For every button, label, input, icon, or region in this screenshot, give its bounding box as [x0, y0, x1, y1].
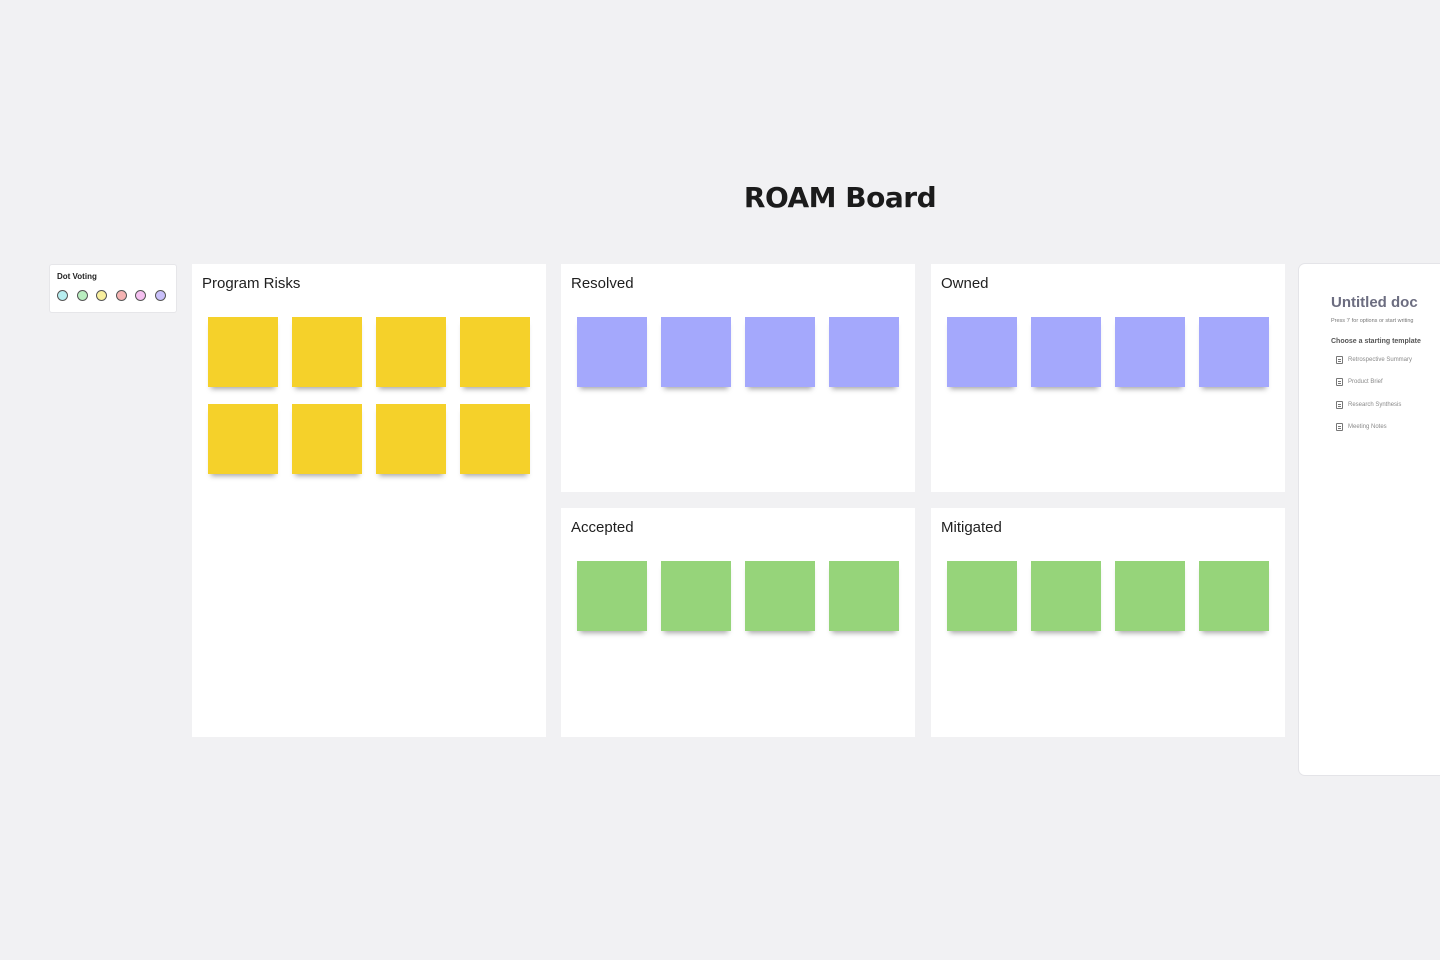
sticky-note[interactable] [1031, 561, 1101, 631]
frame-title-owned: Owned [941, 275, 989, 292]
sticky-note[interactable] [829, 317, 899, 387]
sticky-note[interactable] [661, 317, 731, 387]
sticky-note[interactable] [577, 317, 647, 387]
dot-voting-widget[interactable]: Dot Voting [50, 265, 176, 312]
dot-purple[interactable] [154, 290, 166, 301]
document-icon [1336, 356, 1343, 364]
sticky-note[interactable] [292, 317, 362, 387]
doc-title[interactable]: Untitled doc [1331, 294, 1418, 311]
template-research-synthesis[interactable]: Research Synthesis [1336, 401, 1401, 409]
frame-mitigated[interactable]: Mitigated [931, 508, 1285, 737]
sticky-note[interactable] [745, 561, 815, 631]
sticky-note[interactable] [460, 404, 530, 474]
doc-panel[interactable]: Untitled doc Press '/' for options or st… [1299, 264, 1440, 775]
sticky-note[interactable] [460, 317, 530, 387]
sticky-note[interactable] [947, 561, 1017, 631]
frame-title-resolved: Resolved [571, 275, 634, 292]
sticky-note[interactable] [1115, 317, 1185, 387]
frame-program-risks[interactable]: Program Risks [192, 264, 546, 737]
sticky-note[interactable] [1199, 317, 1269, 387]
dot-red[interactable] [115, 290, 127, 301]
sticky-note[interactable] [745, 317, 815, 387]
dot-yellow[interactable] [96, 290, 107, 301]
template-product-brief[interactable]: Product Brief [1336, 378, 1383, 386]
dot-voting-title: Dot Voting [57, 272, 97, 281]
doc-hint: Press '/' for options or start writing [1331, 318, 1414, 324]
template-meeting-notes[interactable]: Meeting Notes [1336, 423, 1387, 431]
template-heading: Choose a starting template [1331, 338, 1421, 345]
template-label: Product Brief [1348, 379, 1383, 385]
template-label: Research Synthesis [1348, 402, 1402, 408]
sticky-note[interactable] [376, 317, 446, 387]
dot-green[interactable] [76, 290, 88, 301]
dot-pink[interactable] [135, 290, 146, 301]
sticky-note[interactable] [208, 317, 278, 387]
template-label: Retrospective Summary [1348, 357, 1413, 363]
template-retrospective-summary[interactable]: Retrospective Summary [1336, 356, 1412, 364]
frame-title-accepted: Accepted [571, 519, 634, 536]
sticky-note[interactable] [577, 561, 647, 631]
sticky-note[interactable] [1115, 561, 1185, 631]
document-icon [1336, 378, 1343, 386]
document-icon [1336, 401, 1343, 409]
frame-resolved[interactable]: Resolved [561, 264, 915, 492]
sticky-note[interactable] [1031, 317, 1101, 387]
sticky-note[interactable] [661, 561, 731, 631]
sticky-note[interactable] [376, 404, 446, 474]
document-icon [1336, 423, 1343, 431]
sticky-note[interactable] [1199, 561, 1269, 631]
sticky-note[interactable] [829, 561, 899, 631]
frame-accepted[interactable]: Accepted [561, 508, 915, 737]
sticky-note[interactable] [947, 317, 1017, 387]
sticky-note[interactable] [292, 404, 362, 474]
frame-owned[interactable]: Owned [931, 264, 1285, 492]
frame-title-program-risks: Program Risks [202, 275, 301, 292]
dot-teal[interactable] [57, 290, 68, 301]
frame-title-mitigated: Mitigated [941, 519, 1002, 536]
sticky-note[interactable] [208, 404, 278, 474]
template-label: Meeting Notes [1348, 424, 1387, 430]
board-title: ROAM Board [743, 181, 937, 214]
dot-voting-dots [57, 290, 166, 301]
